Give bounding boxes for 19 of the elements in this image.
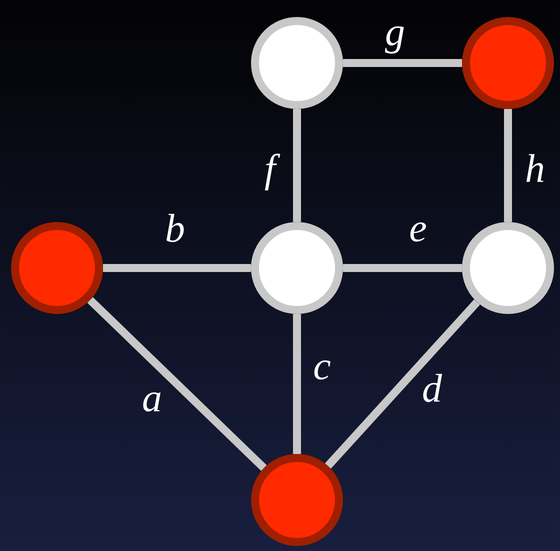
edge-line [103,264,251,272]
edge-line [87,297,267,471]
edge-line [343,264,462,272]
edge-label: c [314,360,330,380]
edge-line [504,109,512,222]
edge-label: b [166,214,184,242]
circle-node [462,222,554,314]
edge-label: a [143,392,160,412]
edge-label: h [526,154,544,182]
edge-label: d [423,374,442,402]
edge-label: f [264,154,280,190]
circle-node [251,454,343,546]
edge-line [325,299,480,469]
edge-line [293,109,301,222]
circle-node [462,17,554,109]
edge-line [343,59,462,67]
edge-label: e [410,222,426,242]
edge-label: g [385,26,404,54]
edge-line [293,314,301,454]
